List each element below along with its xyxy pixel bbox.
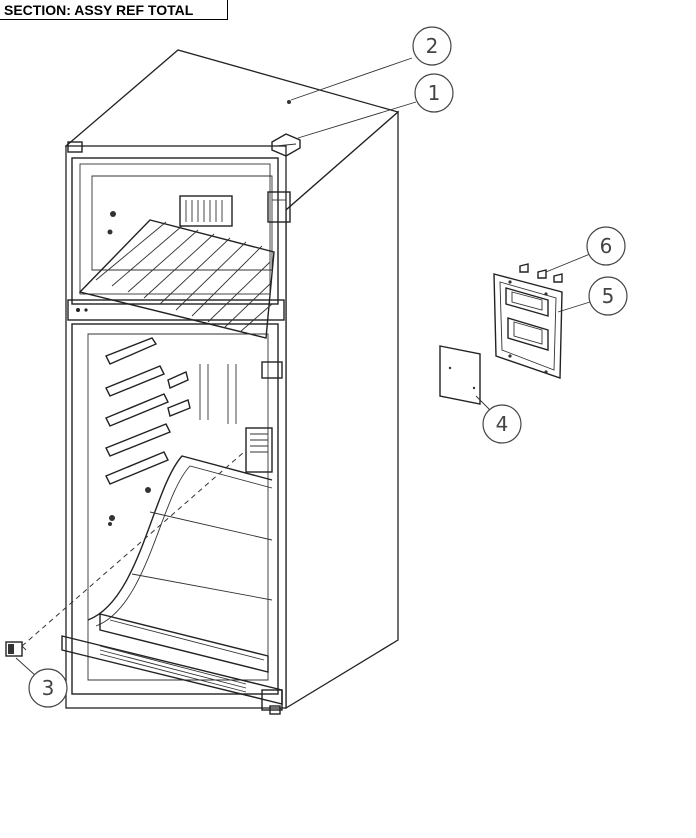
callout-2: 2 — [290, 26, 452, 101]
shelf-rails — [105, 337, 191, 485]
section-title: SECTION: ASSY REF TOTAL — [0, 0, 228, 20]
callout-6-label: 6 — [600, 234, 613, 258]
part-2-screw — [287, 100, 291, 104]
callout-6: 6 — [545, 226, 626, 273]
callout-4: 4 — [475, 395, 522, 444]
part-1-hinge-cover — [271, 133, 301, 157]
callout-3-label: 3 — [42, 676, 55, 700]
refrigerator-cabinet — [61, 49, 400, 715]
callout-4-label: 4 — [496, 412, 509, 436]
callout-1: 1 — [297, 73, 454, 139]
part-5-panel — [493, 273, 563, 379]
part-4-cover-plate — [439, 345, 481, 405]
callout-3: 3 — [15, 657, 68, 708]
part-3-leveler — [5, 451, 245, 657]
callout-2-label: 2 — [426, 34, 439, 58]
callout-5: 5 — [557, 276, 628, 316]
part-6-screws — [519, 263, 563, 283]
callout-5-label: 5 — [602, 284, 615, 308]
callout-1-label: 1 — [428, 81, 441, 105]
